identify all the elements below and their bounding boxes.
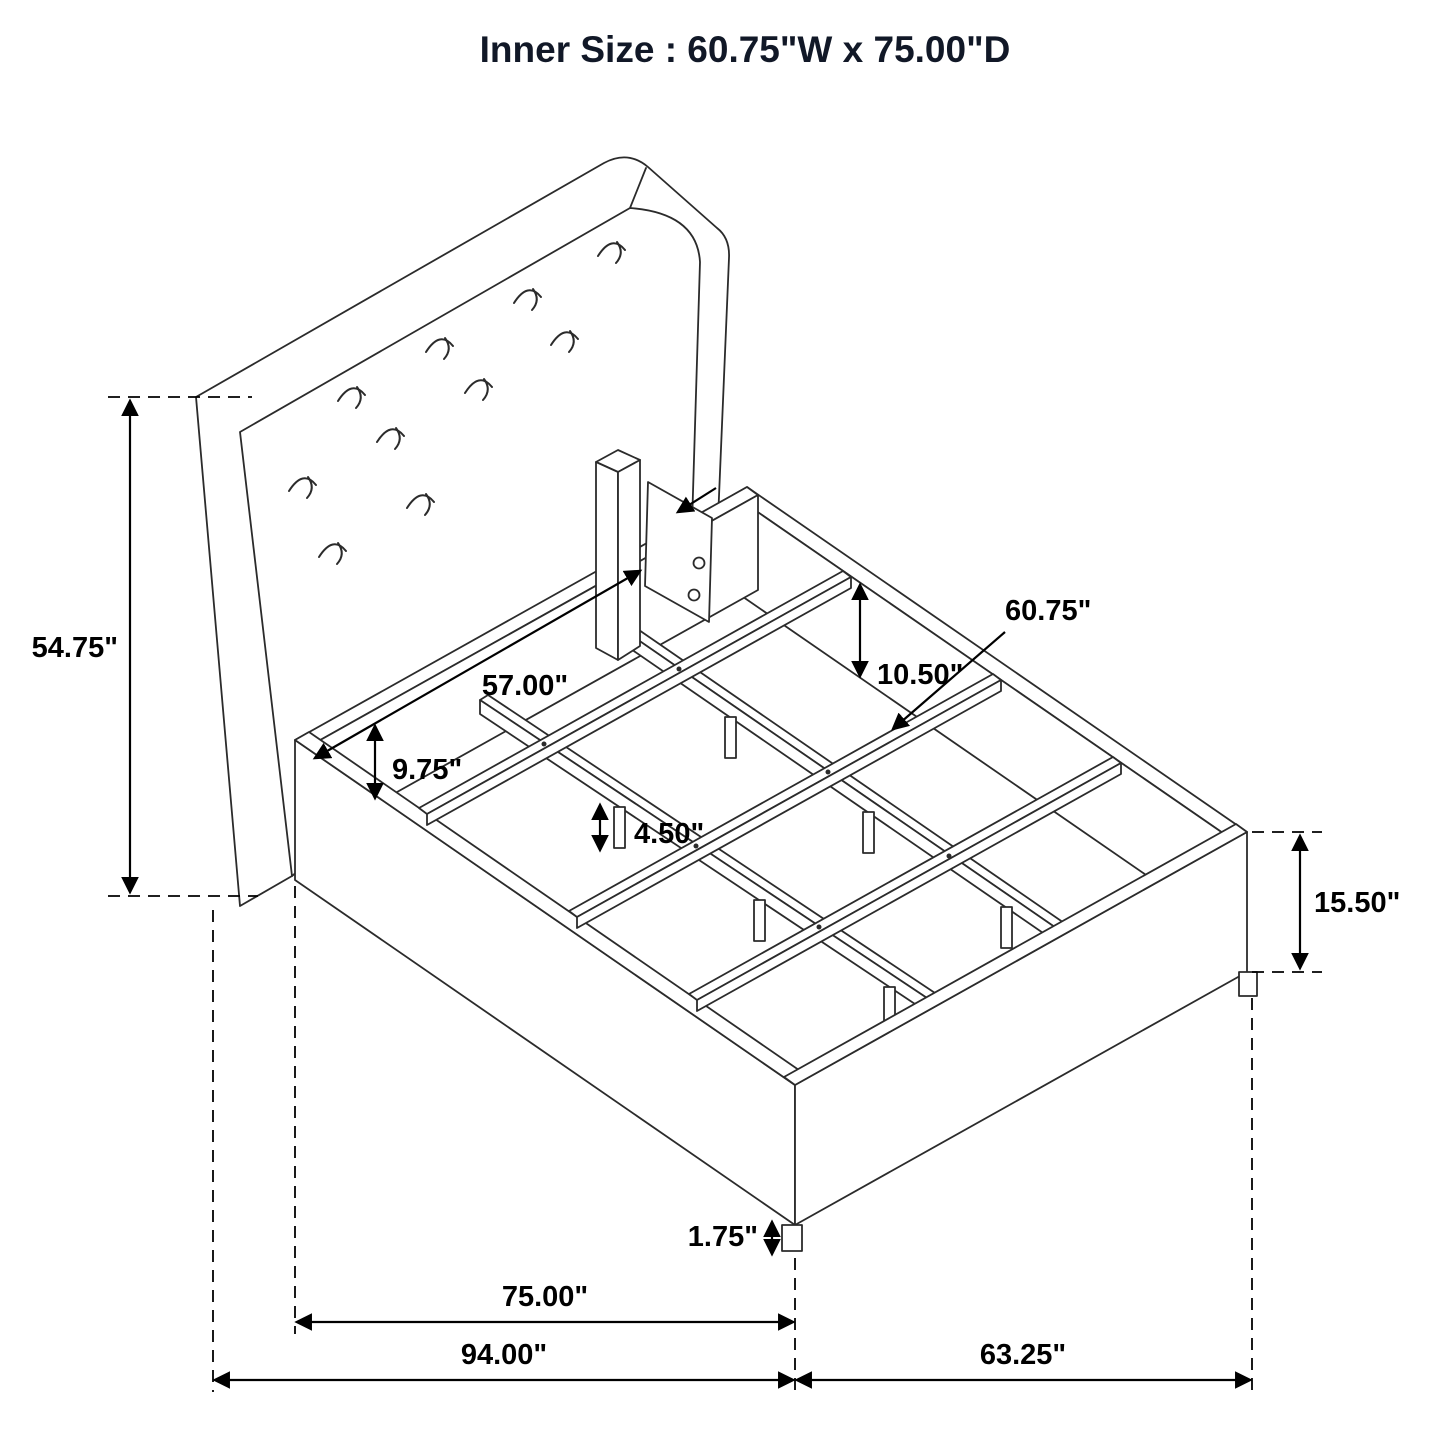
dimension-label: 4.50"	[634, 818, 704, 850]
support-leg	[613, 806, 626, 849]
dimension-inner-depth: 75.00"	[294, 886, 796, 1392]
dimensions: 54.75" 57.00" 9.75" 10.50" 60.75" 4.50" …	[32, 396, 1400, 1392]
slat	[568, 673, 1002, 929]
support-leg	[862, 811, 875, 854]
screw-mark	[946, 853, 952, 859]
support-leg	[1000, 906, 1013, 949]
bracket-post-front	[595, 461, 619, 661]
dimension-slat-length: 60.75"	[891, 595, 1091, 731]
dimension-head-rail-height: 9.75"	[366, 723, 462, 801]
dimension-overall-depth: 94.00"	[212, 910, 796, 1392]
screw-mark	[676, 666, 682, 672]
dimension-label: 57.00"	[482, 670, 568, 702]
bolt-hole	[687, 588, 701, 602]
dimension-label: 63.25"	[980, 1339, 1066, 1371]
dimension-label: 10.50"	[877, 659, 963, 691]
footboard-face	[794, 831, 1248, 1226]
footboard-top	[783, 823, 1248, 1086]
dimension-footboard-height: 15.50"	[1252, 831, 1400, 973]
dimension-label: 1.75"	[688, 1221, 758, 1253]
screw-mark	[825, 769, 831, 775]
bracket-post-side	[617, 459, 641, 661]
dimension-label: 60.75"	[1005, 595, 1091, 627]
slat-side	[696, 762, 1122, 1012]
foot-leg	[1238, 971, 1258, 997]
dimension-foot-leg-height: 1.75"	[688, 1219, 781, 1257]
dimension-label: 54.75"	[32, 632, 118, 664]
screw-mark	[816, 924, 822, 930]
screw-mark	[693, 843, 699, 849]
screw-mark	[541, 741, 547, 747]
dimension-side-rail-height: 10.50"	[851, 582, 963, 691]
dimension-label: 15.50"	[1314, 887, 1400, 919]
dimension-center-leg-height: 4.50"	[591, 802, 704, 853]
support-leg	[724, 716, 737, 759]
dimension-label: 75.00"	[502, 1281, 588, 1313]
leader-arrow	[891, 631, 1006, 731]
foot-leg	[781, 1224, 803, 1252]
slat	[688, 756, 1122, 1012]
slat-side	[576, 679, 1002, 929]
page-title: Inner Size : 60.75"W x 75.00"D	[480, 29, 1011, 70]
bracket-pointer-arrow	[675, 487, 717, 514]
dimension-overall-width: 63.25"	[794, 998, 1253, 1392]
dimension-label: 9.75"	[392, 754, 462, 786]
dimension-label: 94.00"	[461, 1339, 547, 1371]
dimension-headboard-height: 54.75"	[32, 396, 258, 897]
bolt-hole	[692, 556, 706, 570]
support-leg	[753, 899, 766, 942]
